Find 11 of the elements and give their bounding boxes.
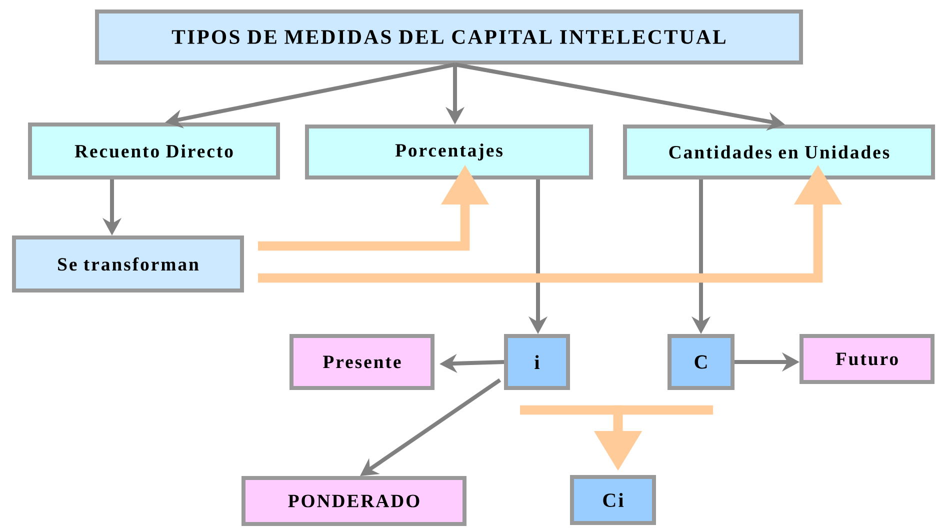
symbol-box: Ci	[570, 475, 656, 525]
result-box: Futuro	[800, 334, 934, 384]
title-box: TIPOS DE MEDIDAS DEL CAPITAL INTELECTUAL	[95, 10, 803, 64]
category-box: Recuento Directo	[28, 122, 280, 180]
symbol-box: i	[504, 334, 570, 390]
result-box: PONDERADO	[242, 476, 466, 526]
category-box: Cantidades en Unidades	[623, 124, 936, 180]
category-box: Porcentajes	[305, 124, 593, 180]
symbol-box: C	[668, 334, 734, 390]
process-box: Se transforman	[12, 236, 244, 292]
result-box: Presente	[290, 334, 434, 390]
